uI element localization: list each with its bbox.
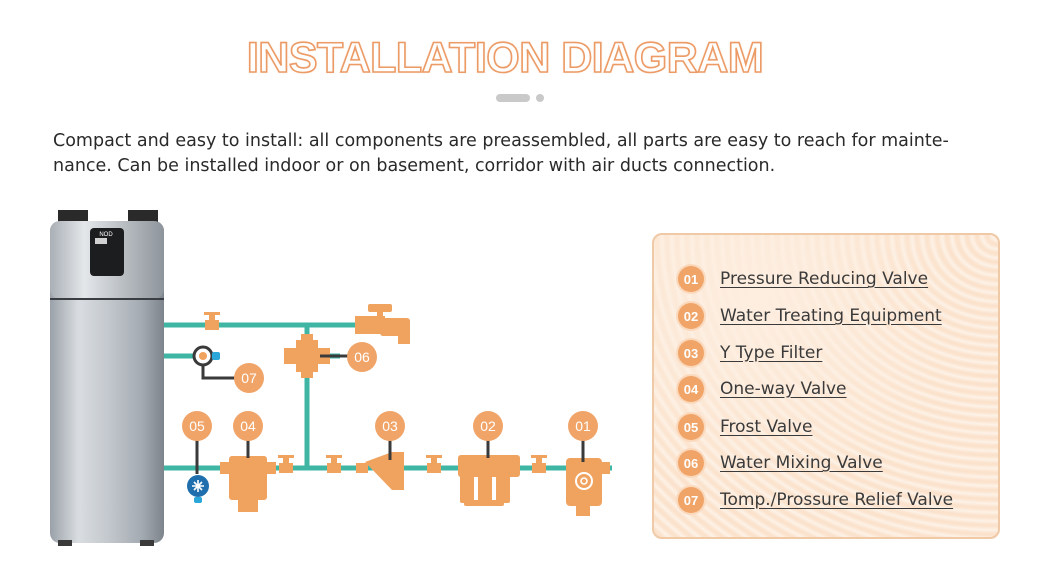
legend-item[interactable]: 03 Y Type Filter	[678, 340, 822, 366]
legend-label: Frost Valve	[720, 417, 813, 437]
callout-badge-07[interactable]: 07	[234, 363, 264, 393]
callout-badge-05[interactable]: 05	[182, 411, 212, 441]
heat-pump-water-heater: NOD	[50, 210, 164, 546]
brand-label: NOD	[99, 232, 113, 238]
legend-number: 07	[678, 487, 704, 513]
description-line-2: nance. Can be installed indoor or on bas…	[53, 156, 776, 176]
page-title: INSTALLATION DIAGRAM	[246, 33, 764, 83]
svg-text:07: 07	[241, 370, 257, 386]
frost-valve	[187, 475, 209, 503]
description: Compact and easy to install: all compone…	[53, 129, 1013, 179]
legend-item[interactable]: 06 Water Mixing Valve	[678, 450, 883, 476]
y-type-filter	[356, 452, 404, 490]
legend-number: 03	[678, 340, 704, 366]
callout-badge-06[interactable]: 06	[347, 342, 377, 372]
svg-text:04: 04	[240, 418, 256, 434]
inline-valves	[204, 312, 547, 473]
legend-item[interactable]: 01 Pressure Reducing Valve	[678, 266, 928, 292]
legend-label: Water Mixing Valve	[720, 453, 883, 473]
svg-text:06: 06	[354, 349, 370, 365]
pipework	[164, 322, 612, 471]
callout-badge-04[interactable]: 04	[233, 411, 263, 441]
water-tap	[355, 304, 410, 344]
svg-text:05: 05	[189, 418, 205, 434]
callout-badge-01[interactable]: 01	[568, 411, 598, 441]
legend-number: 02	[678, 303, 704, 329]
svg-text:01: 01	[575, 418, 591, 434]
legend-item[interactable]: 07 Tomp./Prossure Relief Valve	[678, 487, 953, 513]
legend-number: 04	[678, 376, 704, 402]
description-line-1: Compact and easy to install: all compone…	[53, 131, 949, 151]
legend-label: Water Treating Equipment	[720, 306, 942, 326]
water-treating-equipment	[458, 455, 520, 506]
svg-text:03: 03	[382, 418, 398, 434]
water-mixing-valve	[284, 334, 330, 378]
legend-label: One-way Valve	[720, 379, 847, 399]
carousel-dot-active[interactable]	[496, 94, 530, 102]
legend-number: 01	[678, 266, 704, 292]
legend-label: Pressure Reducing Valve	[720, 269, 929, 289]
legend-item[interactable]: 04 One-way Valve	[678, 376, 847, 402]
legend-item[interactable]: 02 Water Treating Equipment	[678, 303, 942, 329]
callout-leaders	[195, 354, 585, 474]
legend-label: Tomp./Prossure Relief Valve	[720, 490, 954, 510]
legend-number: 06	[678, 450, 704, 476]
carousel-dot[interactable]	[536, 94, 544, 102]
callout-badge-03[interactable]: 03	[375, 411, 405, 441]
component-legend: 01 Pressure Reducing Valve 02 Water Trea…	[652, 233, 1000, 539]
legend-item[interactable]: 05 Frost Valve	[678, 414, 812, 440]
pressure-relief-valve	[192, 345, 235, 380]
legend-number: 05	[678, 414, 704, 440]
svg-text:02: 02	[480, 418, 496, 434]
pressure-reducing-valve	[566, 458, 610, 516]
one-way-valve	[220, 456, 276, 512]
legend-label: Y Type Filter	[720, 343, 823, 363]
callout-badge-02[interactable]: 02	[473, 411, 503, 441]
